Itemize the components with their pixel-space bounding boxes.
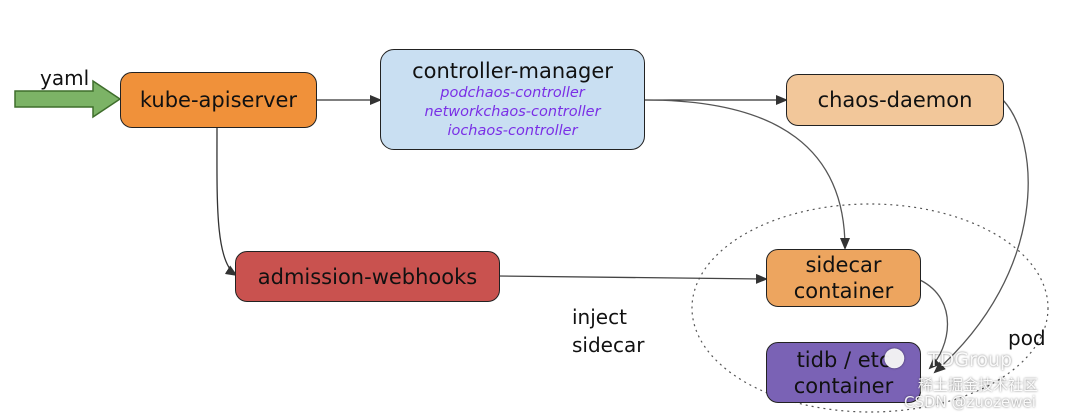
controller-manager-label: controller-manager — [412, 59, 613, 83]
pod-boundary — [691, 203, 1049, 413]
podchaos-controller-label: podchaos-controller — [440, 85, 585, 101]
edge-webhooks-to-sidecar — [497, 273, 768, 284]
admission-webhooks-label: admission-webhooks — [257, 264, 478, 289]
edge-controller-to-sidecar — [644, 99, 850, 250]
chaos-daemon-label: chaos-daemon — [817, 88, 973, 112]
sidecar-container-node: sidecar container — [766, 249, 921, 307]
watermark-csdn: CSDN @zuozewei — [904, 393, 1036, 411]
sidecar-label-line2: container — [793, 279, 894, 303]
admission-webhooks-node: admission-webhooks — [235, 251, 500, 302]
kube-apiserver-node: kube-apiserver — [120, 72, 317, 128]
tidb-label-line1: tidb / etc — [796, 347, 891, 372]
edge-daemon-to-tidb — [933, 99, 1029, 374]
tidb-container-node: tidb / etc container — [766, 342, 921, 403]
wechat-icon: ● — [883, 342, 906, 372]
kube-apiserver-label: kube-apiserver — [139, 88, 298, 112]
tidb-label-line2: container — [793, 373, 894, 398]
controller-manager-node: controller-manager podchaos-controller n… — [380, 49, 645, 150]
watermark-community: 稀土掘金技术社区 — [918, 376, 1039, 394]
yaml-label: yaml — [40, 66, 90, 90]
yaml-input-arrow — [14, 79, 122, 119]
inject-text: inject — [572, 305, 627, 329]
sidecar-label-line1: sidecar — [805, 253, 882, 277]
sidecar-text: sidecar — [572, 333, 645, 357]
inject-sidecar-annotation: inject sidecar — [572, 303, 644, 359]
iochaos-controller-label: iochaos-controller — [447, 123, 578, 139]
networkchaos-controller-label: networkchaos-controller — [424, 104, 601, 120]
pod-label: pod — [1008, 326, 1046, 350]
chaos-daemon-node: chaos-daemon — [786, 74, 1004, 126]
watermark-brand: TDGroup — [928, 349, 1013, 371]
edge-apiserver-to-webhooks — [216, 127, 238, 277]
edge-sidecar-to-tidb — [919, 279, 949, 370]
